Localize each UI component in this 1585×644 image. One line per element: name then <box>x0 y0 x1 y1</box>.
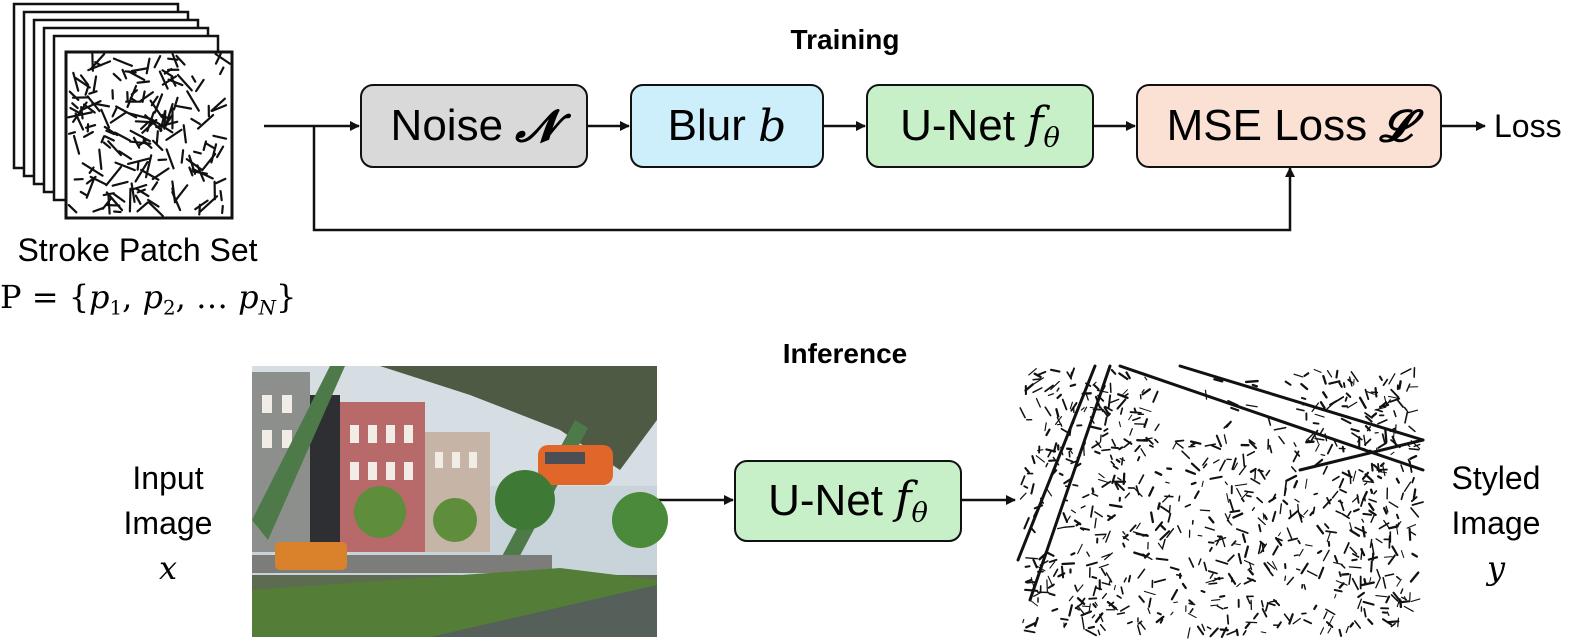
skip-connection-arrow <box>312 126 1295 232</box>
loss-output-label: Loss <box>1494 108 1562 144</box>
noise-label: Noise <box>390 101 504 150</box>
stroke-patch-stack <box>12 2 234 220</box>
input-symbol: x <box>158 549 178 587</box>
unet-inference-symbol: fθ <box>895 473 928 529</box>
training-arrows <box>264 121 1486 232</box>
mse-loss-symbol: 𝓛 <box>1379 100 1412 152</box>
unet-training-box: U-Net fθ <box>866 84 1094 168</box>
mse-loss-box: MSE Loss 𝓛 <box>1136 84 1442 168</box>
blur-label: Blur <box>667 101 746 150</box>
input-image <box>252 366 668 637</box>
patch-set-name: Stroke Patch Set <box>17 232 258 268</box>
stroke-patch-texture <box>67 52 232 218</box>
training-title: Training <box>790 24 900 55</box>
patch-set-formula: P = {p1, p2, … pN} <box>0 278 297 320</box>
blur-box: Blur b <box>630 84 824 168</box>
blur-symbol: b <box>758 100 787 152</box>
unet-training-label: U-Net <box>900 101 1015 150</box>
unet-inference-box: U-Net fθ <box>734 460 962 542</box>
inference-title: Inference <box>782 338 908 369</box>
styled-image-label: Styled Image y <box>1436 456 1556 591</box>
noise-symbol: 𝓝 <box>515 100 558 152</box>
input-image-label: Input Image x <box>108 456 228 591</box>
mse-loss-label: MSE Loss <box>1166 101 1368 150</box>
unet-inference-label: U-Net <box>768 476 883 525</box>
styled-output-image <box>1016 364 1425 639</box>
unet-training-symbol: fθ <box>1027 98 1060 154</box>
output-symbol: y <box>1486 549 1506 587</box>
noise-box: Noise 𝓝 <box>360 84 588 168</box>
